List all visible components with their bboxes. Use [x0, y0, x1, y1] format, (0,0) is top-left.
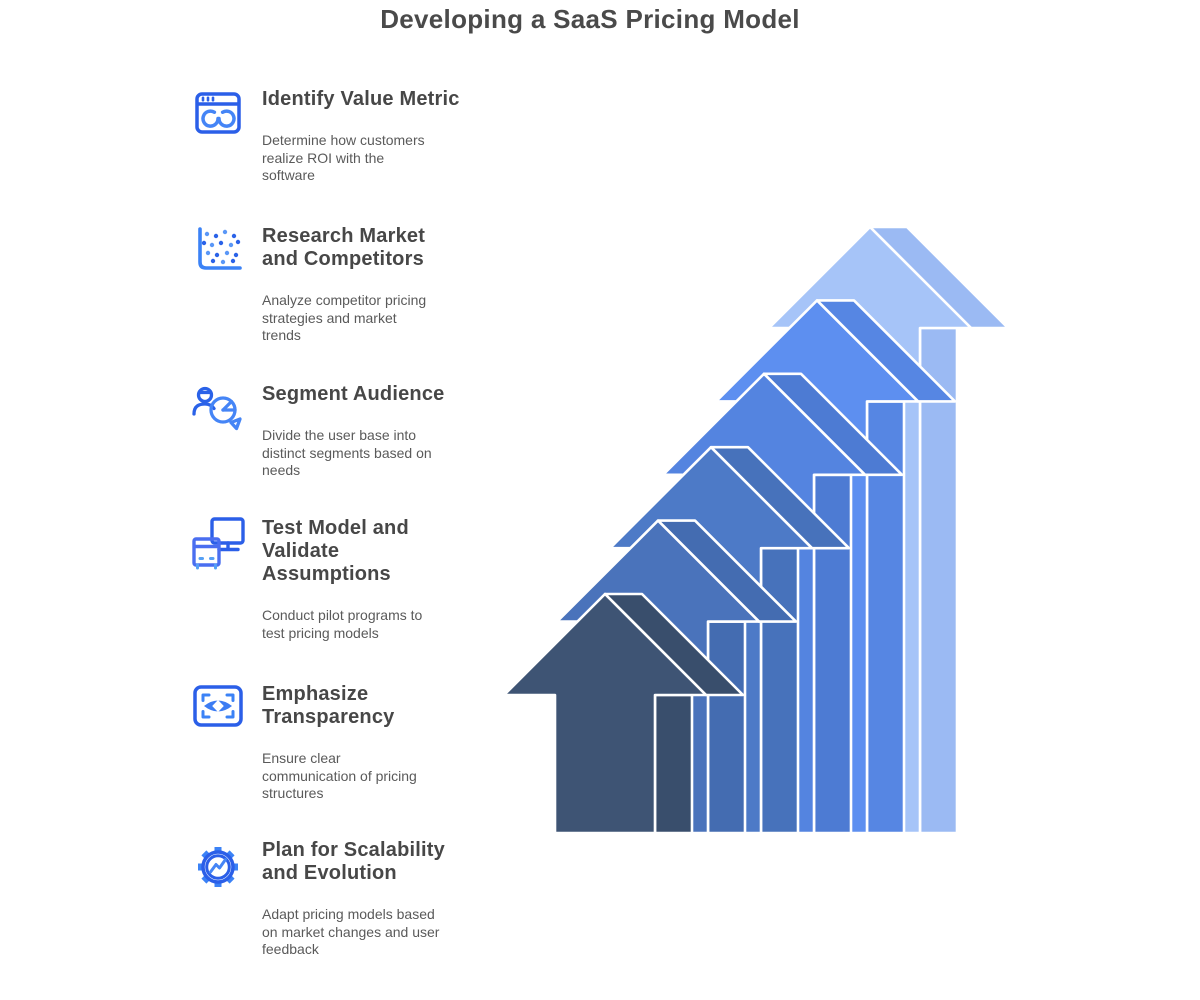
step-heading: Test Model and Validate Assumptions — [262, 517, 409, 585]
scalability-gear-icon — [198, 847, 238, 887]
step-description: Ensure clear communication of pricing st… — [262, 750, 417, 801]
step-item-1: Identify Value Metric Determine how cust… — [190, 85, 500, 185]
step-description: Adapt pricing models based on market cha… — [262, 906, 440, 957]
step-description: Analyze competitor pricing strategies an… — [262, 292, 427, 343]
step-description: Determine how customers realize ROI with… — [262, 132, 425, 183]
step-description: Conduct pilot programs to test pricing m… — [262, 607, 423, 641]
desktop-computer-icon — [192, 517, 245, 570]
step-heading: Segment Audience — [262, 383, 445, 405]
step-item-5: Emphasize Transparency Ensure clear comm… — [190, 680, 500, 803]
scatter-plot-icon — [198, 227, 242, 270]
step-heading: Identify Value Metric — [262, 88, 460, 110]
page-title: Developing a SaaS Pricing Model — [380, 4, 800, 34]
step-item-3: Segment Audience Divide the user base in… — [190, 380, 500, 480]
step-heading: Plan for Scalability and Evolution — [262, 839, 445, 884]
transparency-eye-icon — [193, 685, 243, 727]
arrow-step-1 — [502, 592, 745, 835]
step-description: Divide the user base into distinct segme… — [262, 427, 432, 478]
audience-pie-icon — [192, 386, 242, 431]
step-heading: Research Market and Competitors — [262, 225, 426, 270]
browser-gauges-icon — [195, 92, 241, 134]
step-item-2: Research Market and Competitors Analyze … — [190, 222, 500, 345]
step-item-4: Test Model and Validate Assumptions Cond… — [190, 514, 500, 642]
step-item-6: Plan for Scalability and Evolution Adapt… — [190, 836, 500, 959]
step-heading: Emphasize Transparency — [262, 683, 395, 728]
